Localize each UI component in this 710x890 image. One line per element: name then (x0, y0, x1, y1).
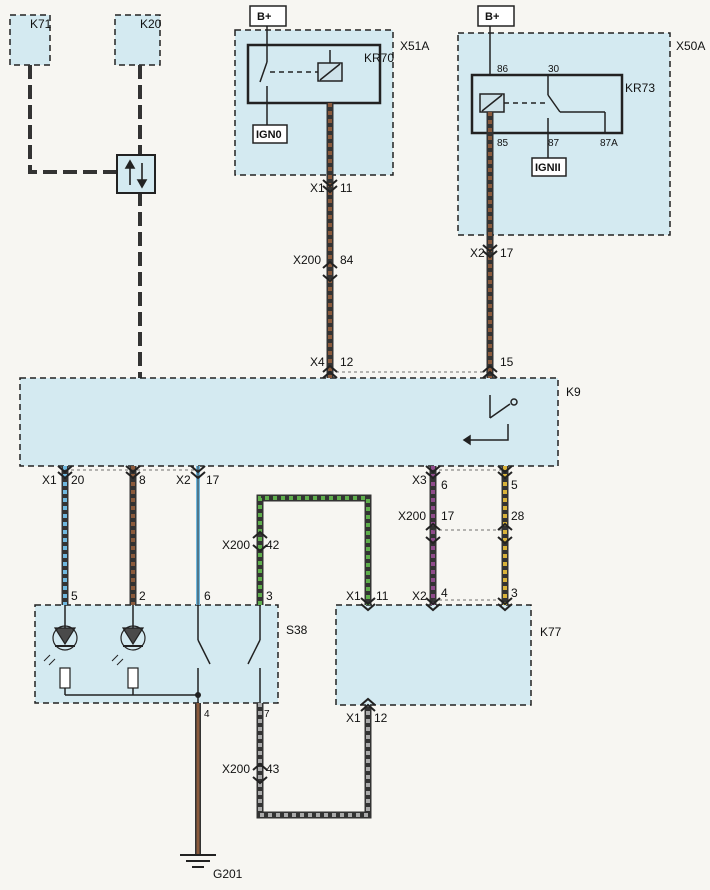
switch-icon (462, 395, 518, 446)
pin-k9-x2-17: 17 (206, 473, 220, 487)
b-plus-kr70: B+ (249, 5, 287, 27)
pin-k9-8: 8 (139, 473, 146, 487)
pin-s38-3: 3 (266, 589, 273, 603)
label-x51a: X51A (400, 39, 429, 53)
pin-k9-6: 6 (441, 478, 448, 492)
label-ground: G201 (213, 867, 243, 881)
pin-s38-4: 4 (204, 709, 210, 720)
label-x50a: X50A (676, 39, 705, 53)
ground-icon (180, 854, 216, 868)
label-kr73: KR73 (625, 81, 655, 95)
component-x51a: X51A KR70 IGN0 (234, 26, 429, 176)
pin-30: 30 (548, 64, 560, 75)
bus-lines (28, 65, 142, 380)
label-ign0: IGN0 (256, 129, 282, 141)
component-x50a: X50A KR73 86 30 85 87 87A IGNII (457, 32, 705, 236)
pin-k77-3: 3 (511, 586, 518, 600)
pin-x200-43: 43 (266, 762, 280, 776)
pin-x200-42: 42 (266, 538, 280, 552)
pin-k9-5: 5 (511, 478, 518, 492)
label-k77: K77 (540, 625, 562, 639)
connector-chevrons (57, 179, 513, 785)
conn-x4: X4 (310, 355, 325, 369)
pin-x2-17: 17 (500, 246, 514, 260)
conn-x1-k77-12: X1 (346, 711, 361, 725)
relay-coil-icon (317, 62, 343, 82)
label-b-plus-1: B+ (257, 11, 271, 23)
module-s38: S38 (34, 604, 308, 704)
b-plus-kr73: B+ (477, 5, 515, 27)
switch-icon (259, 26, 318, 125)
conn-x1-k9: X1 (42, 473, 57, 487)
pin-85: 85 (497, 138, 509, 149)
pin-k77-11: 11 (376, 589, 389, 603)
label-k71: K71 (30, 17, 52, 31)
module-k9: K9 (19, 377, 581, 467)
pin-k9-20: 20 (71, 473, 85, 487)
conn-x200-42: X200 (222, 538, 250, 552)
led-icon (111, 625, 146, 689)
pin-87: 87 (548, 138, 560, 149)
connector-labels: X1 11 X200 84 X4 12 X2 17 15 X1 20 8 X2 … (42, 181, 525, 776)
label-kr70: KR70 (364, 51, 394, 65)
switch-icon (504, 76, 606, 158)
pin-x200-28: 28 (511, 509, 525, 523)
pin-k77-12: 12 (374, 711, 388, 725)
label-k20: K20 (140, 17, 162, 31)
pin-s38-7: 7 (264, 709, 270, 720)
bidirectional-arrow-icon (124, 159, 148, 189)
conn-x200-17: X200 (398, 509, 426, 523)
bus-gateway (116, 154, 156, 194)
label-ign2: IGNII (535, 162, 561, 174)
label-k9: K9 (566, 385, 581, 399)
wires (61, 26, 509, 855)
component-k71: K71 (9, 14, 52, 66)
label-s38: S38 (286, 623, 308, 637)
conn-x200-43: X200 (222, 762, 250, 776)
conn-x2-x50a: X2 (470, 246, 485, 260)
pin-k9-15: 15 (500, 355, 514, 369)
pin-kr70-11: 11 (340, 181, 353, 195)
conn-x2-k77: X2 (412, 589, 427, 603)
pin-s38-5: 5 (71, 589, 78, 603)
pin-x200-84: 84 (340, 253, 354, 267)
pin-x4-12: 12 (340, 355, 354, 369)
module-k77: K77 (335, 604, 562, 706)
pin-87a: 87A (600, 138, 618, 149)
conn-x1-kr70: X1 (310, 181, 325, 195)
label-b-plus-2: B+ (485, 11, 499, 23)
pin-86: 86 (497, 64, 509, 75)
relay-coil-icon (479, 93, 505, 113)
conn-x1-k77: X1 (346, 589, 361, 603)
component-k20: K20 (114, 14, 162, 66)
pin-s38-2: 2 (139, 589, 146, 603)
pin-x200-17: 17 (441, 509, 455, 523)
pin-k77-4: 4 (441, 586, 448, 600)
pin-s38-6: 6 (204, 589, 211, 603)
conn-x200-84: X200 (293, 253, 321, 267)
conn-x2-k9: X2 (176, 473, 191, 487)
conn-x3: X3 (412, 473, 427, 487)
